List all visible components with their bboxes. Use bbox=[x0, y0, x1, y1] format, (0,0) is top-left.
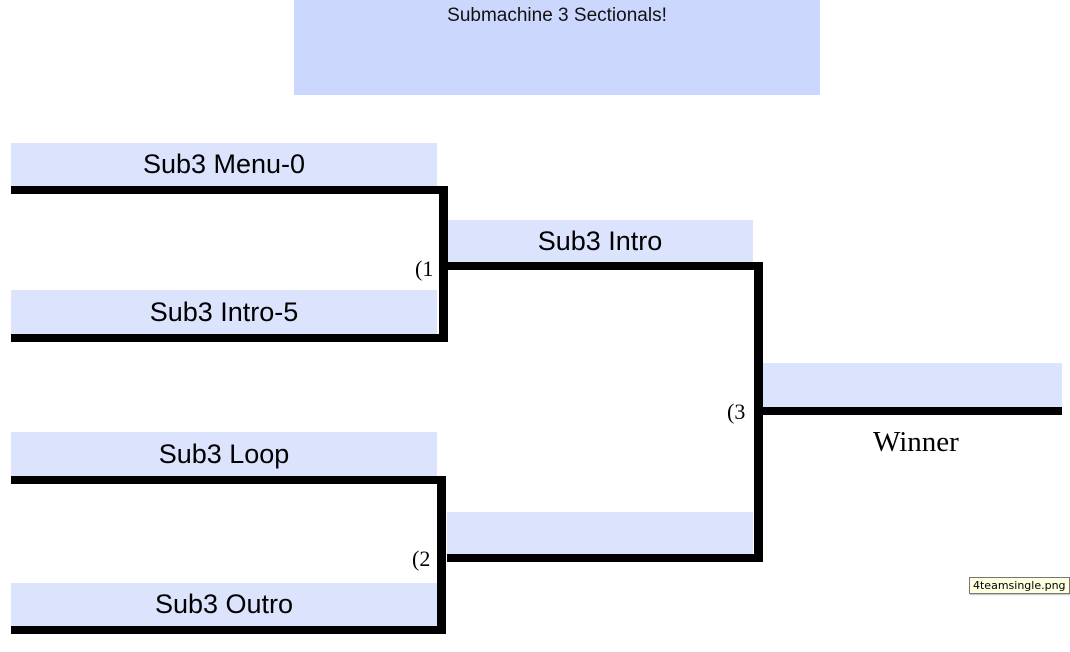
round1-slot-4: Sub3 Outro bbox=[11, 583, 437, 626]
bracket-line-match2-vertical bbox=[437, 476, 446, 634]
round1-slot-3: Sub3 Loop bbox=[11, 432, 437, 476]
winner-label: Winner bbox=[873, 426, 959, 458]
round2-slot-2 bbox=[447, 512, 753, 554]
match-number-3: (3 bbox=[727, 399, 746, 424]
round1-slot-2: Sub3 Intro-5 bbox=[11, 290, 437, 334]
bracket-line-r1-fourth bbox=[11, 626, 446, 634]
bracket-line-r2-top bbox=[447, 262, 763, 270]
team-name: Sub3 Menu-0 bbox=[142, 149, 306, 179]
bracket-line-r1-top bbox=[11, 186, 448, 194]
bracket-title-banner: Submachine 3 Sectionals! bbox=[294, 0, 820, 95]
tooltip-text: 4teamsingle.png bbox=[973, 579, 1066, 592]
bracket-line-r2-bottom bbox=[447, 554, 763, 562]
bracket-line-r1-third bbox=[11, 476, 446, 484]
team-name: Sub3 Intro bbox=[537, 226, 663, 256]
bracket-line-match1-vertical bbox=[439, 186, 448, 342]
match-number-1: (1 bbox=[415, 256, 434, 281]
round1-slot-1: Sub3 Menu-0 bbox=[11, 143, 437, 186]
team-name: Sub3 Outro bbox=[154, 589, 294, 619]
bracket-title: Submachine 3 Sectionals! bbox=[447, 5, 667, 26]
match-number-2: (2 bbox=[412, 546, 431, 571]
bracket-line-r1-bottom bbox=[11, 334, 448, 342]
team-name: Sub3 Intro-5 bbox=[149, 297, 299, 327]
final-slot bbox=[762, 363, 1062, 407]
team-name: Sub3 Loop bbox=[158, 439, 290, 469]
filename-tooltip: 4teamsingle.png bbox=[969, 577, 1070, 594]
bracket-line-match3-vertical bbox=[754, 262, 763, 562]
bracket-line-final bbox=[762, 407, 1062, 415]
round2-slot-1: Sub3 Intro bbox=[447, 220, 753, 262]
